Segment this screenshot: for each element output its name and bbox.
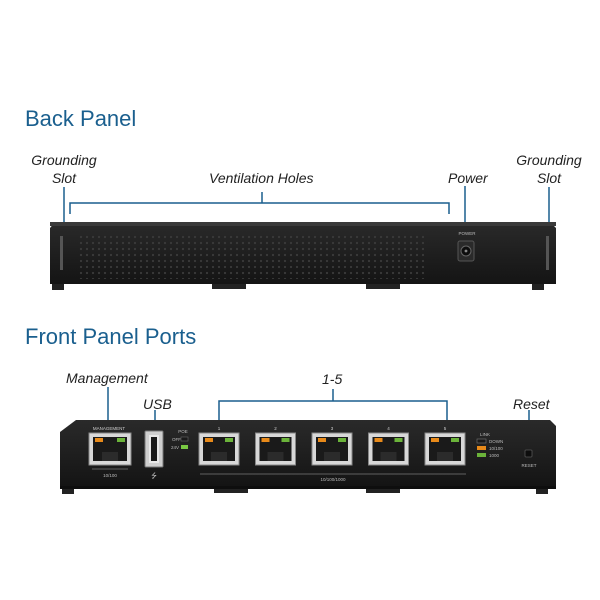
link-label: LINK	[480, 432, 490, 437]
management-port	[88, 432, 132, 466]
usb-port	[144, 430, 164, 468]
link-100-label: 10/100	[489, 446, 503, 451]
power-label: POWER	[458, 231, 476, 236]
ethernet-port-3: 3	[311, 426, 353, 466]
poe-24v-led	[181, 445, 188, 449]
reset-label: RESET	[521, 463, 536, 468]
port-number-label: 3	[331, 426, 334, 431]
management-label: MANAGEMENT	[93, 426, 126, 431]
management-callout: Management	[66, 370, 148, 386]
usb-symbol-icon: ⭍	[151, 472, 157, 480]
grounding-slot-right	[546, 236, 549, 270]
poe-off-label: OFF	[172, 437, 181, 442]
back-panel-device: POWER	[50, 186, 556, 290]
poe-24v-label: 24V	[171, 445, 179, 450]
poe-label: POE	[178, 429, 188, 434]
ports-1-5-callout: 1-5	[322, 371, 343, 387]
usb-callout: USB	[143, 396, 172, 412]
port-number-label: 5	[444, 426, 447, 431]
back-panel-title: Back Panel	[25, 106, 137, 131]
grounding-slot-left	[60, 236, 63, 270]
grounding-right-line2: Slot	[536, 170, 562, 186]
reset-button	[524, 449, 533, 458]
grounding-left-line2: Slot	[51, 170, 77, 186]
ethernet-port-5: 5	[424, 426, 466, 466]
poe-off-switch	[180, 436, 189, 442]
grounding-left-line1: Grounding	[31, 152, 97, 168]
ethernet-ports-1-5: 1 2 3 4 5	[198, 426, 466, 466]
reset-callout: Reset	[513, 396, 550, 412]
link-down-label: DOWN	[489, 439, 503, 444]
ventilation-holes	[78, 233, 424, 279]
port-number-label: 4	[387, 426, 390, 431]
link-1000-indicator	[477, 453, 486, 457]
ports-speed-label: 10/100/1000	[320, 477, 346, 482]
grounding-slot-left-callout: Grounding Slot	[22, 151, 106, 187]
link-down-indicator	[476, 438, 487, 444]
link-1000-label: 1000	[489, 453, 500, 458]
grounding-slot-right-callout: Grounding Slot	[507, 151, 591, 187]
power-callout: Power	[448, 170, 488, 186]
front-panel-title: Front Panel Ports	[25, 324, 197, 349]
management-speed-label: 10/100	[103, 473, 117, 478]
front-panel-device: MANAGEMENT 10/100 ⭍ POE OFF 24V 1 2 3 4 5 10…	[60, 387, 556, 494]
ethernet-port-1: 1	[198, 426, 240, 466]
ethernet-port-2: 2	[255, 426, 296, 466]
ethernet-port-4: 4	[368, 426, 409, 466]
grounding-right-line1: Grounding	[516, 152, 582, 168]
ventilation-holes-callout: Ventilation Holes	[209, 170, 314, 186]
link-100-indicator	[477, 446, 486, 450]
port-number-label: 1	[218, 426, 221, 431]
port-number-label: 2	[274, 426, 277, 431]
